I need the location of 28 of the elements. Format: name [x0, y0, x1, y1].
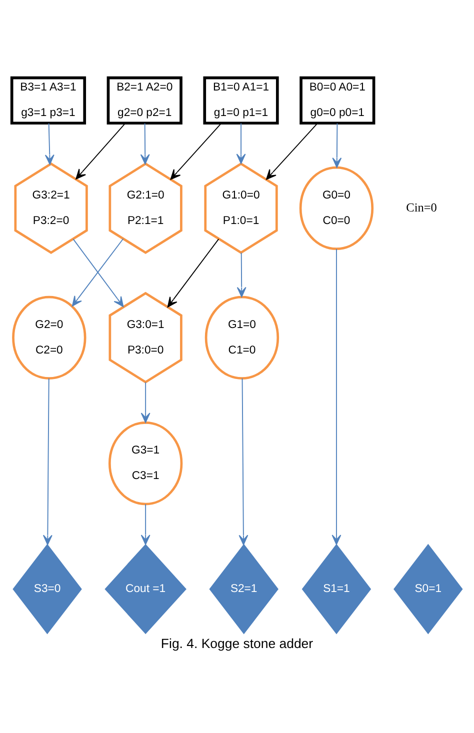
node-ellipse: G0=0 C0=0 [299, 166, 374, 250]
arrow [167, 238, 220, 308]
label: Cin=0 [406, 200, 437, 214]
arrow [332, 122, 342, 168]
arrow [76, 122, 126, 180]
arrow [236, 252, 246, 298]
arrow [236, 122, 246, 164]
node-box: B3=1 A3=1 g3=1 p3=1 [10, 76, 86, 125]
node-ellipse: G3=1 C3=1 [108, 422, 183, 506]
node-diamond: S2=1 [209, 544, 278, 634]
arrow [44, 122, 54, 165]
node-diamond: S3=0 [12, 544, 82, 634]
node-box: B2=1 A2=0 g2=0 p2=1 [106, 76, 182, 125]
node-ellipse: G1=0 C1=0 [204, 296, 280, 380]
arrow [266, 122, 318, 180]
arrow [140, 504, 150, 545]
arrow [170, 122, 222, 180]
arrow [140, 122, 150, 164]
node-box: B1=0 A1=1 g1=0 p1=1 [203, 76, 279, 125]
node-diamond: Cout =1 [104, 544, 186, 634]
node-diamond: S0=1 [394, 544, 463, 634]
arrow [238, 378, 248, 546]
node-box: B0=0 A0=1 g0=0 p0=1 [300, 76, 376, 125]
caption: Fig. 4. Kogge stone adder [160, 636, 314, 651]
arrow [42, 378, 52, 546]
arrow [332, 248, 342, 545]
arrow [140, 382, 150, 423]
node-diamond: S1=1 [302, 544, 372, 634]
